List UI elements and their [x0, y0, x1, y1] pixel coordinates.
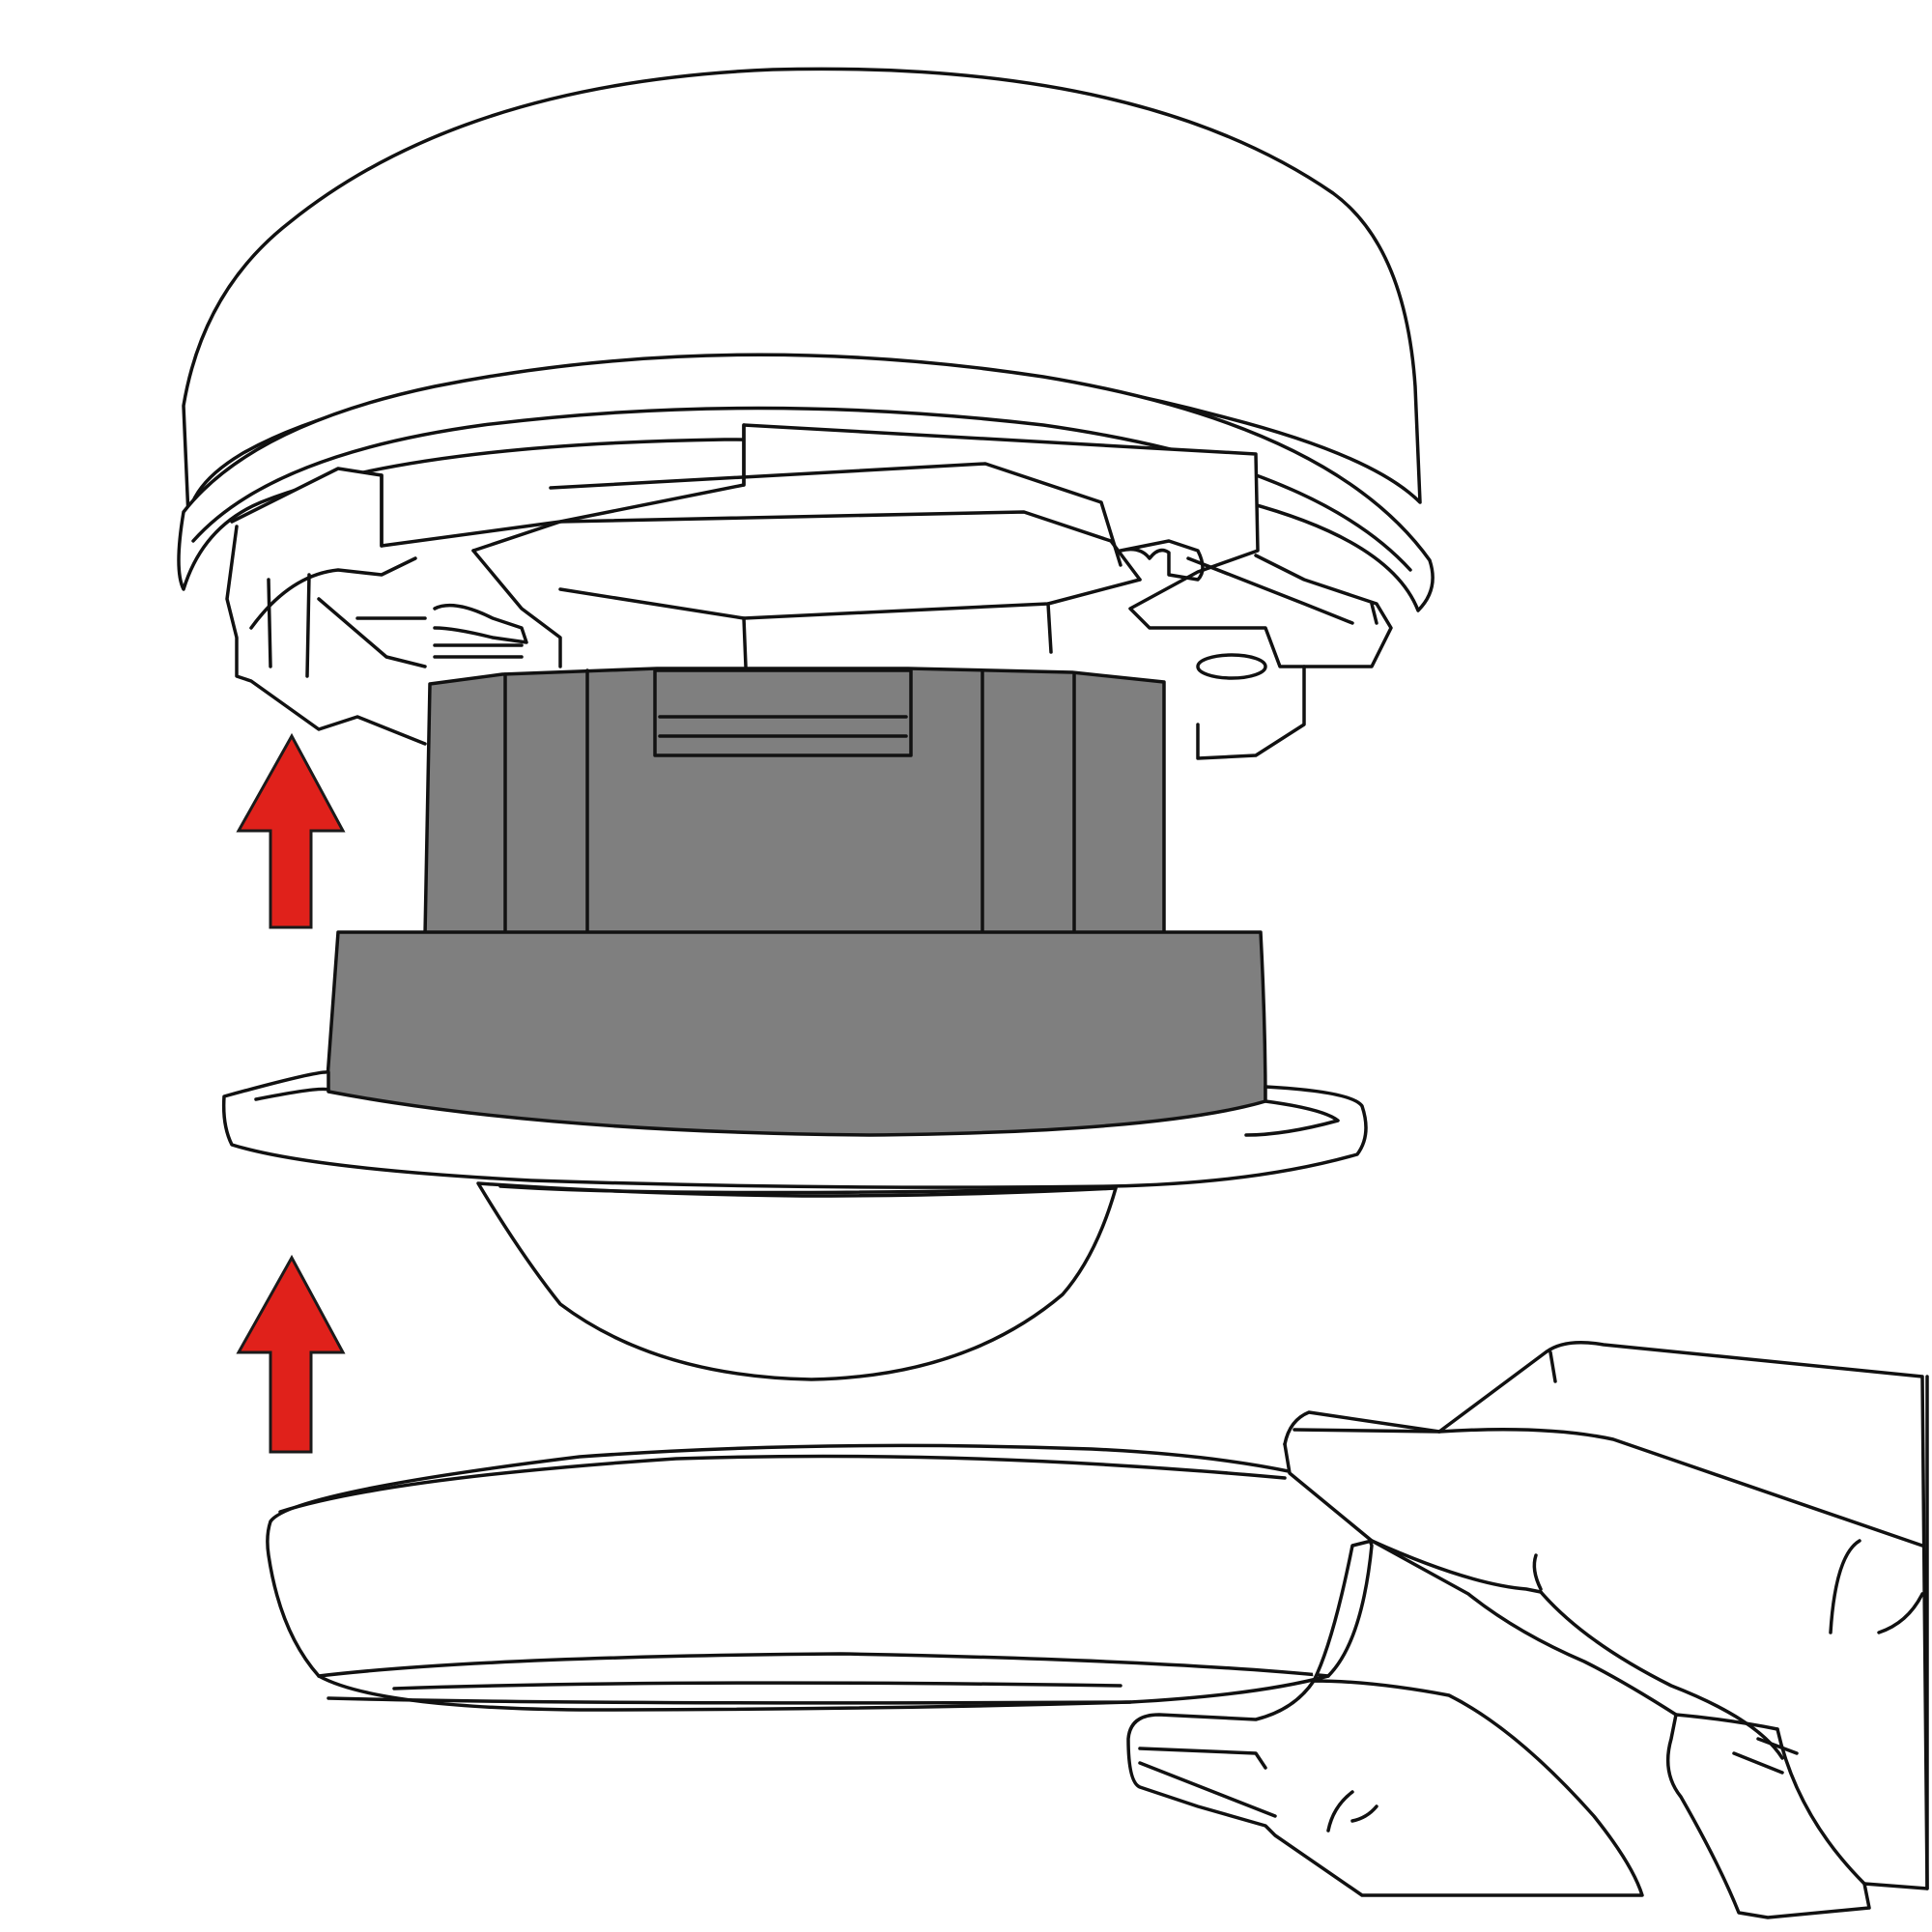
up-arrow-icon	[236, 732, 346, 929]
camera-module-slot	[653, 668, 913, 757]
camera-module	[325, 667, 1267, 1140]
hand-shape	[1126, 1341, 1929, 1919]
trim-ring-outer	[221, 1070, 1368, 1189]
camera-module-lower	[325, 930, 1267, 1140]
bottom-enclosure	[266, 1443, 1374, 1712]
bottom-enclosure-shell	[266, 1443, 1374, 1712]
hand	[1126, 1341, 1929, 1919]
trim-ring	[221, 1070, 1368, 1381]
top-cover	[177, 67, 1435, 760]
up-arrow-icon	[236, 1254, 346, 1454]
lens-dome	[476, 1181, 1118, 1381]
